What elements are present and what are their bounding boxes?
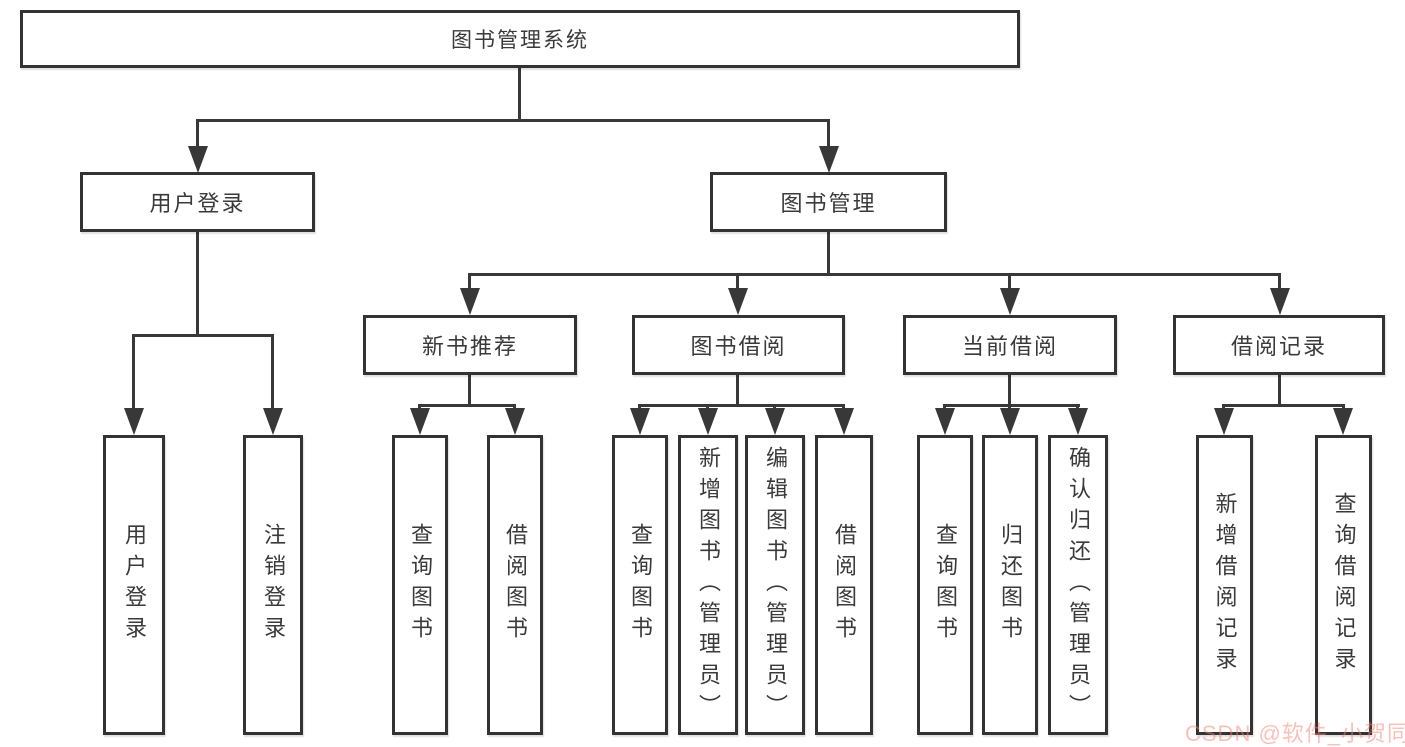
arrow-down-icon <box>1068 408 1088 435</box>
node-book-management-label: 图书管理 <box>780 191 877 216</box>
connector-line <box>1008 375 1011 406</box>
leaf-edit-books-admin-label: 编辑图书（管理员） <box>763 445 788 725</box>
connector-line <box>827 232 830 276</box>
arrow-down-icon <box>698 408 718 435</box>
connector-line <box>132 334 135 412</box>
connector-line <box>1278 273 1281 293</box>
leaf-query-books-borrow-label: 查询图书 <box>628 523 653 647</box>
connector-line <box>418 404 516 407</box>
leaf-query-books-newbooks-label: 查询图书 <box>408 523 433 647</box>
arrow-down-icon <box>1333 408 1353 435</box>
leaf-query-borrow-record-label: 查询借阅记录 <box>1331 492 1357 678</box>
node-current-borrow-label: 当前借阅 <box>961 334 1058 359</box>
node-root: 图书管理系统 <box>20 10 1020 68</box>
arrow-down-icon <box>935 408 955 435</box>
node-book-borrow: 图书借阅 <box>632 315 845 375</box>
arrow-down-icon <box>1000 408 1020 435</box>
arrow-down-icon <box>263 408 283 435</box>
leaf-confirm-return-admin: 确认归还（管理员） <box>1048 435 1108 735</box>
arrow-down-icon <box>188 146 208 173</box>
node-user-login: 用户登录 <box>80 172 315 232</box>
connector-line <box>196 232 199 336</box>
connector-line <box>468 273 471 293</box>
node-user-login-label: 用户登录 <box>149 191 246 216</box>
connector-line <box>736 273 739 293</box>
connector-line <box>196 119 830 122</box>
node-current-borrow: 当前借阅 <box>903 315 1117 375</box>
connector-line <box>132 334 274 337</box>
connector-line <box>518 66 521 122</box>
arrow-down-icon <box>819 146 839 173</box>
leaf-borrow-books-newbooks-label: 借阅图书 <box>503 523 528 647</box>
leaf-logout-label: 注销登录 <box>261 523 286 647</box>
node-book-borrow-label: 图书借阅 <box>690 334 787 359</box>
leaf-borrow-books-newbooks: 借阅图书 <box>487 435 543 735</box>
connector-line <box>736 375 739 406</box>
connector-line <box>1008 273 1011 293</box>
node-borrow-records-label: 借阅记录 <box>1230 334 1327 359</box>
connector-line <box>1222 404 1344 407</box>
leaf-query-books-current-label: 查询图书 <box>933 523 958 647</box>
arrow-down-icon <box>765 408 785 435</box>
arrow-down-icon <box>505 408 525 435</box>
leaf-query-books-newbooks: 查询图书 <box>392 435 448 735</box>
arrow-down-icon <box>834 408 854 435</box>
arrow-down-icon <box>630 408 650 435</box>
leaf-edit-books-admin: 编辑图书（管理员） <box>745 435 805 735</box>
leaf-borrow-books-borrow-label: 借阅图书 <box>832 523 857 647</box>
arrow-down-icon <box>1214 408 1234 435</box>
connector-line <box>827 119 830 149</box>
leaf-add-borrow-record: 新增借阅记录 <box>1196 435 1253 735</box>
node-new-book-recommend-label: 新书推荐 <box>421 334 518 359</box>
leaf-query-borrow-record: 查询借阅记录 <box>1315 435 1372 735</box>
connector-line <box>196 119 199 149</box>
leaf-return-books-label: 归还图书 <box>998 523 1023 647</box>
connector-line <box>468 375 471 406</box>
connector-line <box>638 404 845 407</box>
leaf-return-books: 归还图书 <box>982 435 1038 735</box>
connector-line <box>468 273 1281 276</box>
watermark: CSDN @软件_小贺同学 <box>1185 721 1405 746</box>
leaf-add-books-admin-label: 新增图书（管理员） <box>696 445 721 725</box>
arrow-down-icon <box>1270 288 1290 315</box>
leaf-user-login-label: 用户登录 <box>122 523 147 647</box>
node-borrow-records: 借阅记录 <box>1173 315 1385 375</box>
leaf-logout: 注销登录 <box>243 435 303 735</box>
leaf-user-login: 用户登录 <box>103 435 165 735</box>
node-new-book-recommend: 新书推荐 <box>363 315 577 375</box>
arrow-down-icon <box>728 288 748 315</box>
leaf-confirm-return-admin-label: 确认归还（管理员） <box>1066 445 1091 725</box>
leaf-query-books-borrow: 查询图书 <box>612 435 668 735</box>
leaf-add-books-admin: 新增图书（管理员） <box>678 435 738 735</box>
arrow-down-icon <box>124 408 144 435</box>
connector-line <box>943 404 1080 407</box>
node-book-management: 图书管理 <box>710 172 947 232</box>
arrow-down-icon <box>460 288 480 315</box>
leaf-borrow-books-borrow: 借阅图书 <box>815 435 873 735</box>
node-root-label: 图书管理系统 <box>451 29 589 52</box>
connector-line <box>1278 375 1281 406</box>
leaf-query-books-current: 查询图书 <box>917 435 973 735</box>
arrow-down-icon <box>1000 288 1020 315</box>
connector-line <box>271 334 274 412</box>
leaf-add-borrow-record-label: 新增借阅记录 <box>1212 492 1238 678</box>
arrow-down-icon <box>410 408 430 435</box>
